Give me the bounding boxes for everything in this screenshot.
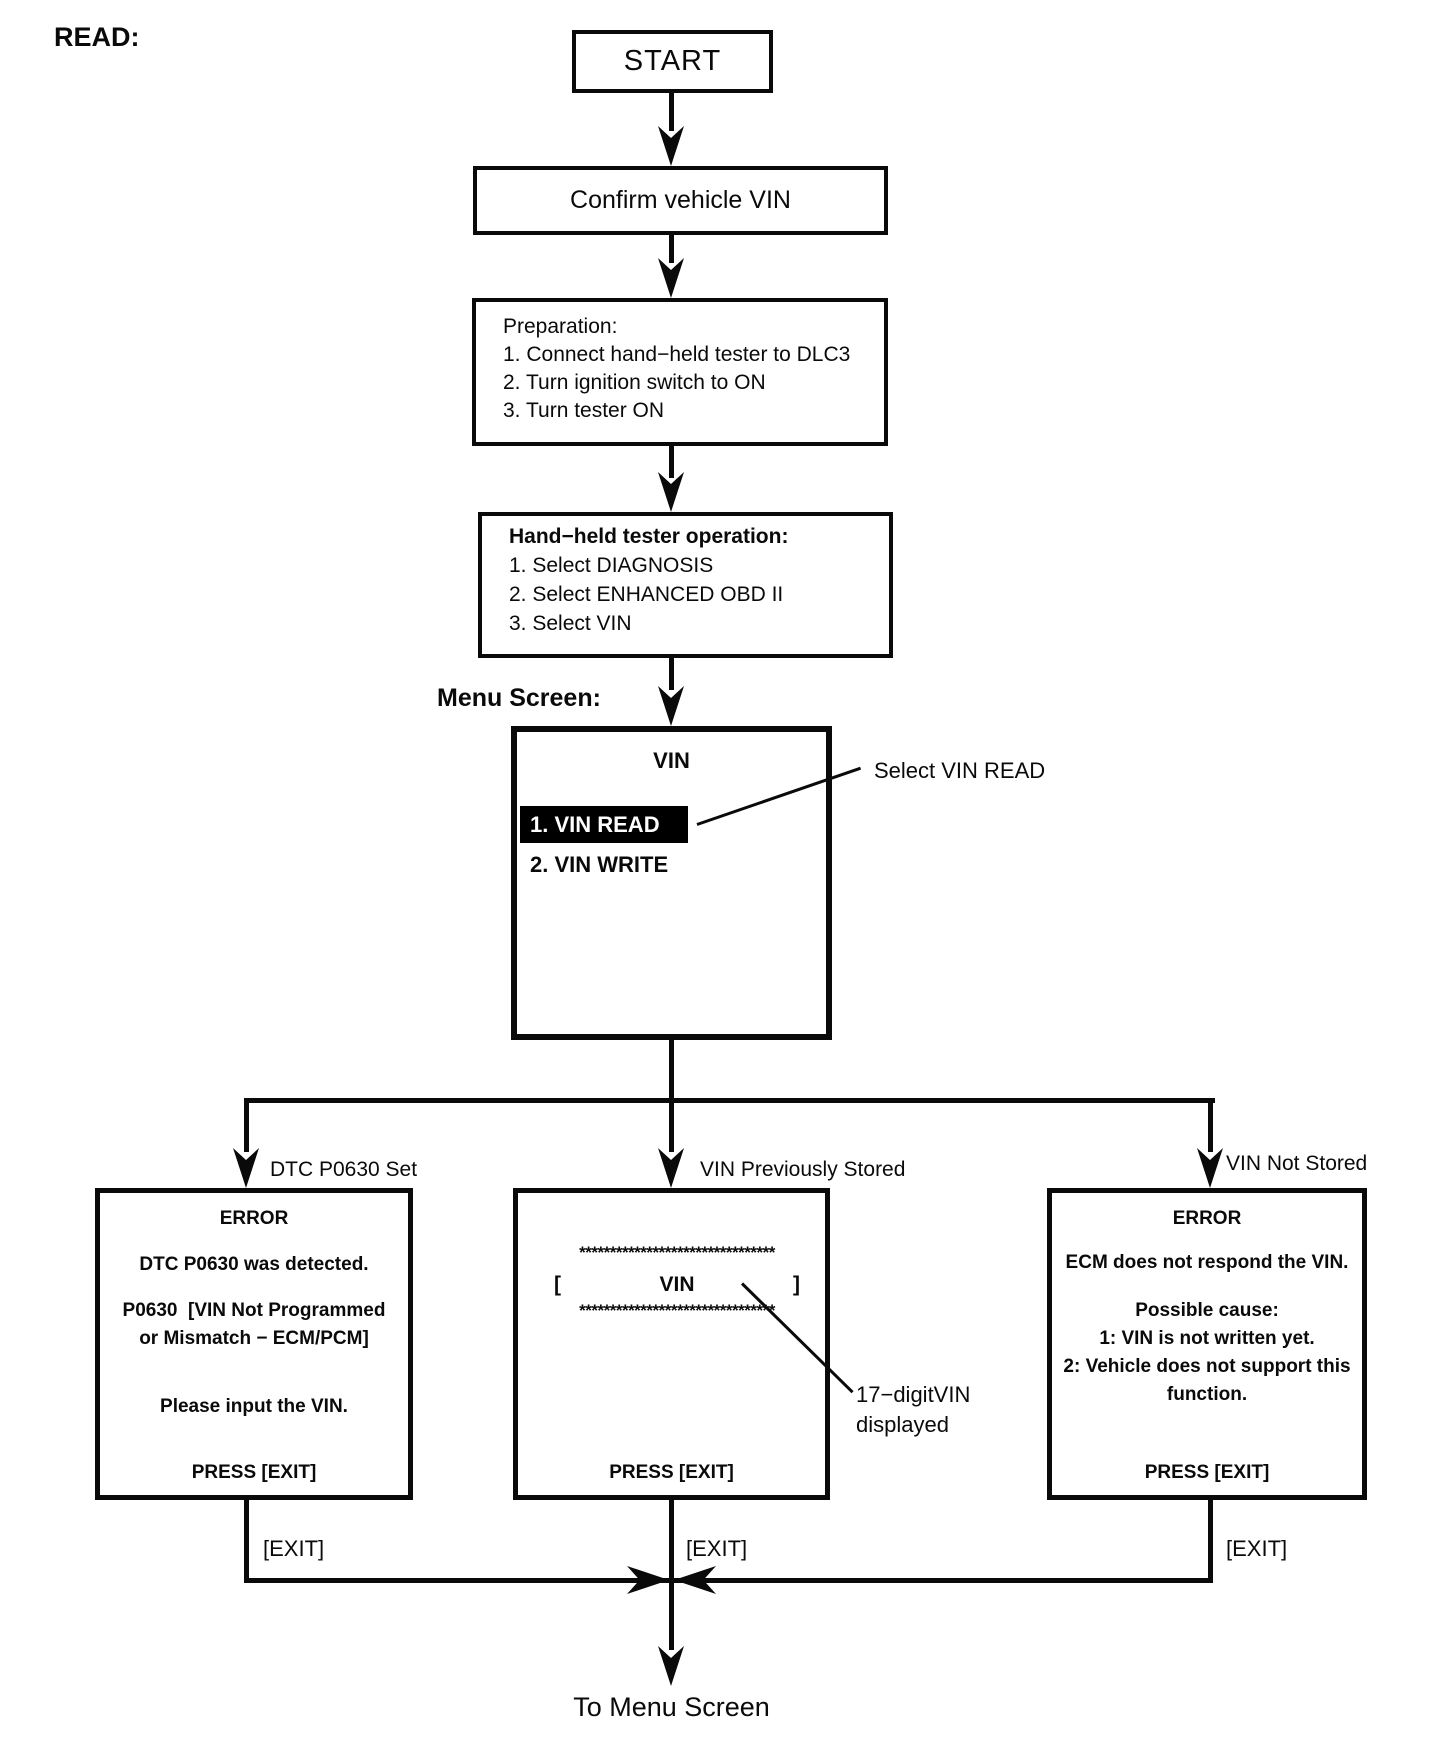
branch-rail xyxy=(244,1098,1215,1103)
bracket-open: [ xyxy=(554,1273,561,1296)
preparation-node: Preparation: 1. Connect hand−held tester… xyxy=(472,298,888,446)
screen-title: ERROR xyxy=(219,1208,289,1229)
branch-label-dtc-set: DTC P0630 Set xyxy=(270,1158,418,1181)
start-node-label: START xyxy=(623,45,722,77)
connector-line xyxy=(244,1498,249,1583)
screen-stars-row: ******************************** xyxy=(579,1301,775,1320)
connector-line xyxy=(669,1578,674,1650)
menu-item-vin-read-label: 1. VIN READ xyxy=(530,811,660,837)
tester-operation-title: Hand−held tester operation: xyxy=(509,525,789,548)
menu-screen-label: Menu Screen: xyxy=(437,684,601,712)
connector-line xyxy=(669,91,674,131)
tester-operation-step: 1. Select DIAGNOSIS xyxy=(509,554,714,577)
confirm-vin-label: Confirm vehicle VIN xyxy=(570,186,791,214)
arrow-down-icon xyxy=(658,258,684,298)
exit-label-left: [EXIT] xyxy=(263,1536,325,1561)
vin-display-screen: ******************************** [ VIN ]… xyxy=(513,1188,830,1500)
converge-rail xyxy=(244,1578,1213,1583)
bracket-close: ] xyxy=(792,1273,800,1296)
connector-line xyxy=(244,1098,249,1152)
screen-title: ERROR xyxy=(1172,1208,1242,1229)
press-exit-instruction: PRESS [EXIT] xyxy=(1144,1462,1270,1483)
preparation-step: 1. Connect hand−held tester to DLC3 xyxy=(503,343,851,366)
callout-17-digit-vin: 17−digitVIN xyxy=(856,1382,971,1407)
connector-line xyxy=(669,1038,674,1103)
error-screen-no-response: ERROR ECM does not respond the VIN. Poss… xyxy=(1047,1188,1367,1500)
tester-operation-step: 2. Select ENHANCED OBD II xyxy=(509,583,784,606)
branch-label-vin-stored: VIN Previously Stored xyxy=(700,1158,906,1181)
menu-title: VIN xyxy=(653,748,690,773)
arrow-down-icon xyxy=(1197,1148,1223,1188)
confirm-vin-node: Confirm vehicle VIN xyxy=(473,166,888,235)
tester-operation-step: 3. Select VIN xyxy=(509,612,632,635)
page-title: READ: xyxy=(54,22,140,52)
connector-line xyxy=(669,233,674,263)
start-node: START xyxy=(572,30,773,93)
vin-menu-screen: VIN 1. VIN READ 2. VIN WRITE xyxy=(511,726,832,1040)
connector-line xyxy=(669,1498,674,1583)
vin-value: VIN xyxy=(659,1273,695,1296)
screen-text: 2: Vehicle does not support this xyxy=(1063,1356,1351,1377)
error-screen-dtc-p0630: ERROR DTC P0630 was detected. P0630 [VIN… xyxy=(95,1188,413,1500)
connector-line xyxy=(669,656,674,690)
connector-line xyxy=(1208,1098,1213,1152)
screen-text: or Mismatch − ECM/PCM] xyxy=(139,1328,369,1349)
screen-stars-row: ******************************** xyxy=(579,1243,775,1262)
screen-text: Possible cause: xyxy=(1135,1300,1279,1321)
arrow-down-icon xyxy=(658,472,684,512)
screen-text: ECM does not respond the VIN. xyxy=(1065,1252,1349,1273)
callout-select-vin-read: Select VIN READ xyxy=(874,758,1046,783)
menu-item-vin-write: 2. VIN WRITE xyxy=(530,852,669,877)
branch-label-vin-not-stored: VIN Not Stored xyxy=(1226,1152,1368,1175)
preparation-title: Preparation: xyxy=(503,315,618,338)
arrow-down-icon xyxy=(658,126,684,166)
screen-text: P0630 [VIN Not Programmed xyxy=(122,1300,386,1321)
screen-text: 1: VIN is not written yet. xyxy=(1099,1328,1315,1349)
menu-item-vin-read-selected: 1. VIN READ xyxy=(520,806,688,843)
connector-line xyxy=(669,1098,674,1152)
preparation-step: 2. Turn ignition switch to ON xyxy=(503,371,766,394)
arrow-down-icon xyxy=(658,1646,684,1686)
exit-label-right: [EXIT] xyxy=(1226,1536,1288,1561)
screen-text: Please input the VIN. xyxy=(160,1396,348,1417)
arrow-down-icon xyxy=(658,1148,684,1188)
tester-operation-node: Hand−held tester operation: 1. Select DI… xyxy=(478,512,893,658)
screen-text: DTC P0630 was detected. xyxy=(139,1254,369,1275)
press-exit-instruction: PRESS [EXIT] xyxy=(609,1462,734,1483)
press-exit-instruction: PRESS [EXIT] xyxy=(191,1462,317,1483)
arrow-down-icon xyxy=(233,1148,259,1188)
preparation-step: 3. Turn tester ON xyxy=(503,399,665,422)
arrow-down-icon xyxy=(658,686,684,726)
connector-line xyxy=(669,444,674,478)
screen-text: function. xyxy=(1166,1384,1248,1405)
exit-label-middle: [EXIT] xyxy=(686,1536,748,1561)
connector-line xyxy=(1208,1498,1213,1583)
to-menu-screen-label: To Menu Screen xyxy=(573,1692,770,1722)
callout-17-digit-vin: displayed xyxy=(856,1412,949,1437)
